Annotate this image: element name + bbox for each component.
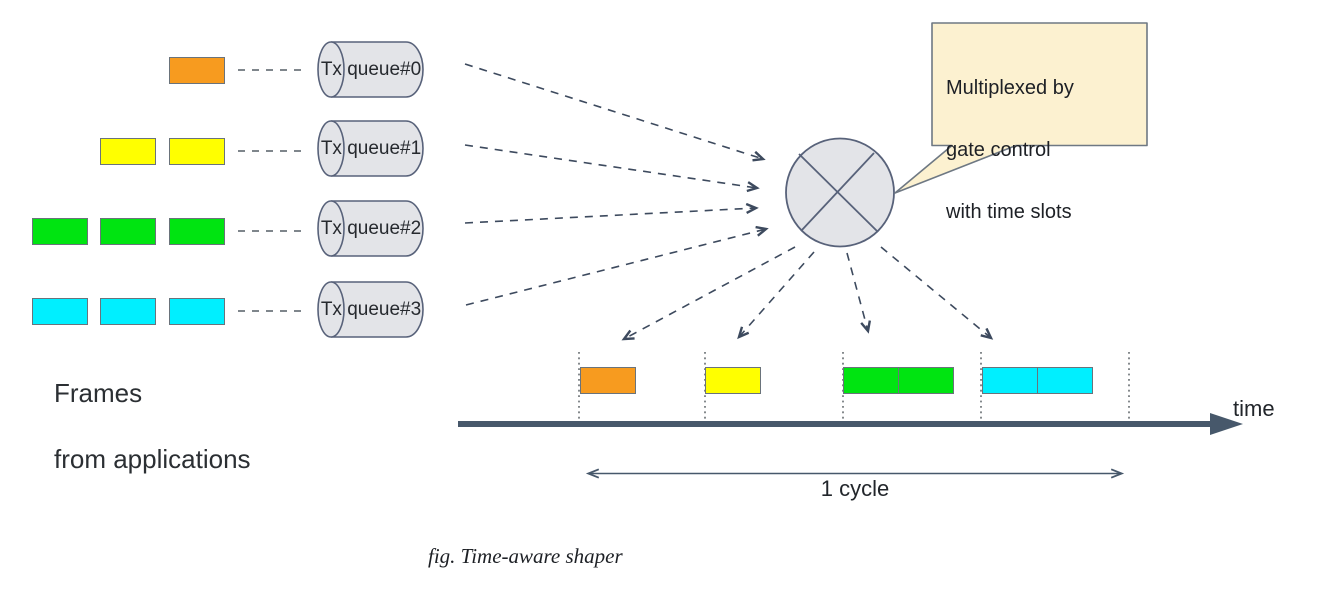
cylinder-queue2 (317, 200, 424, 257)
frames-label-line2: from applications (54, 444, 251, 474)
callout-line2: gate control (946, 139, 1051, 161)
tx-queue-cylinders (317, 41, 424, 338)
callout-line3: with time slots (946, 201, 1072, 223)
slot-frame-green (843, 367, 899, 394)
slot-frame-cyan (1037, 367, 1093, 394)
frame-cyan (100, 298, 156, 325)
frame-green (32, 218, 88, 245)
frame-green (100, 218, 156, 245)
slot-frame-cyan (982, 367, 1038, 394)
time-axis (458, 413, 1243, 435)
frame-cyan (32, 298, 88, 325)
cylinder-queue1 (317, 120, 424, 177)
cycle-label: 1 cycle (820, 476, 890, 501)
slot-frame-green (898, 367, 954, 394)
multiplexer-gate-icon (785, 137, 895, 248)
frames-label-line1: Frames (54, 378, 143, 408)
time-axis-label: time (1233, 396, 1275, 421)
queue0-label: Tx queue#0 (320, 59, 422, 80)
slot-frame-orange (580, 367, 636, 394)
queue-to-mux-arrows (464, 63, 769, 306)
callout-balloon (894, 22, 1148, 194)
queue1-label: Tx queue#1 (320, 138, 422, 159)
figure-caption: fig. Time-aware shaper (428, 544, 623, 568)
frame-to-queue-connectors (238, 69, 306, 312)
frame-orange (169, 57, 225, 84)
queue3-label: Tx queue#3 (320, 299, 422, 320)
frames-from-applications-label: Frames from applications (54, 344, 251, 509)
frame-yellow (100, 138, 156, 165)
frame-cyan (169, 298, 225, 325)
frame-green (169, 218, 225, 245)
cylinder-queue0 (317, 41, 424, 98)
cylinder-queue3 (317, 281, 424, 338)
callout-line1: Multiplexed by (946, 77, 1074, 99)
slot-frame-yellow (705, 367, 761, 394)
callout-text: Multiplexed by gate control with time sl… (946, 42, 1074, 259)
frame-yellow (169, 138, 225, 165)
mux-to-slot-arrows (621, 246, 994, 341)
queue2-label: Tx queue#2 (320, 218, 422, 239)
